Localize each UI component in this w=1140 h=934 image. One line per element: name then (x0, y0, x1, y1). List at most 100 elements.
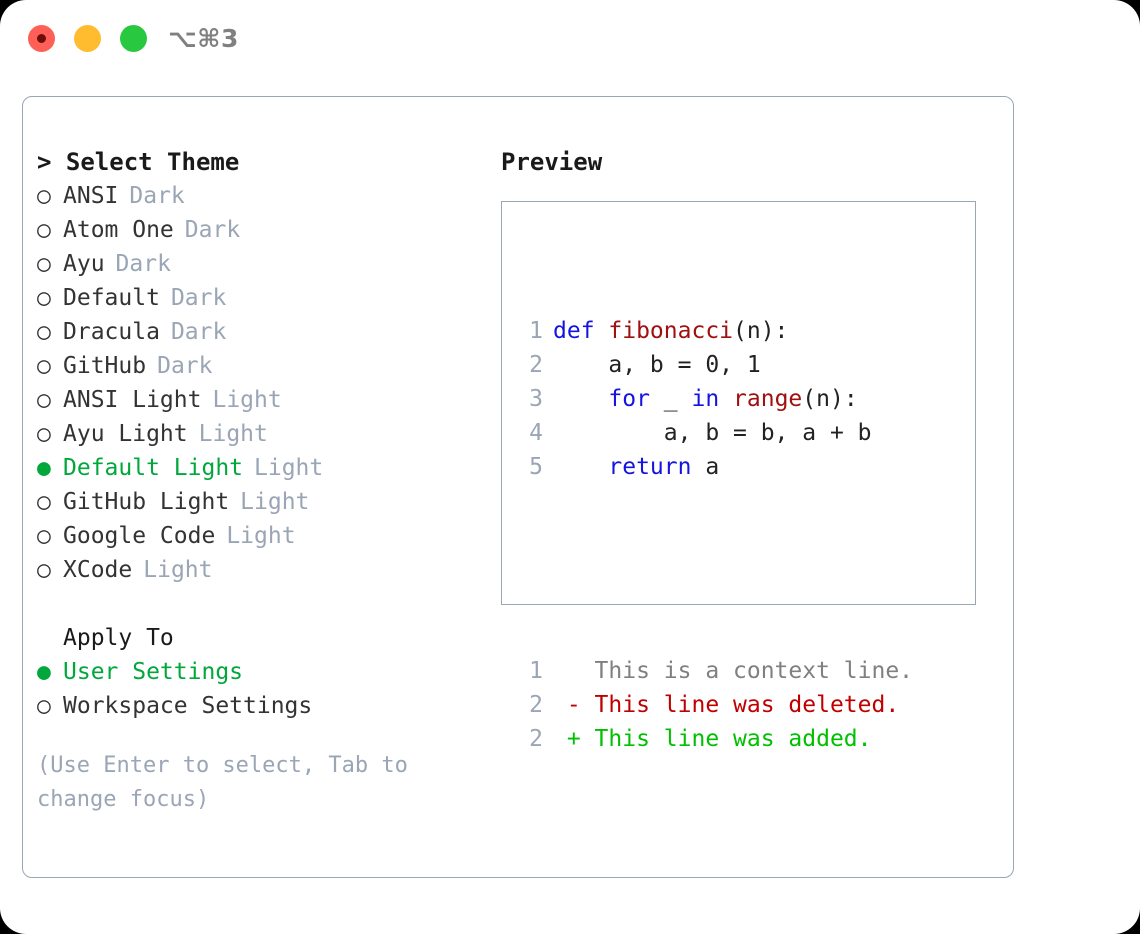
theme-option-dracula[interactable]: ○ Dracula Dark (37, 315, 487, 349)
theme-option-variant-tag: Light (240, 489, 310, 515)
diff-line-del: 2 - This line was deleted. (513, 688, 913, 722)
radio-unselected-icon: ○ (37, 523, 51, 549)
code-token-kw: def (553, 318, 609, 344)
theme-option-label: Default Light (63, 455, 244, 481)
theme-option-ansi-light[interactable]: ○ ANSI Light Light (37, 383, 487, 417)
code-token-plain: a, b = b, a + b (553, 420, 872, 446)
code-token-plain (553, 454, 608, 480)
theme-option-label: Ayu (63, 251, 105, 277)
apply-to-option-list: ●User Settings ○ Workspace Settings (37, 655, 487, 723)
theme-option-variant-tag: Light (212, 387, 282, 413)
theme-option-label: GitHub Light (63, 489, 230, 515)
radio-unselected-icon: ○ (37, 319, 51, 345)
radio-unselected-icon: ○ (37, 693, 51, 719)
code-line: 2 a, b = 0, 1 (513, 348, 913, 382)
preview-heading: Preview (501, 148, 603, 176)
line-number: 2 (529, 352, 543, 378)
theme-option-ansi[interactable]: ○ ANSI Dark (37, 179, 487, 213)
theme-option-variant-tag: Dark (170, 319, 227, 345)
line-number: 3 (529, 386, 543, 412)
code-line: 1 def fibonacci(n): (513, 314, 913, 348)
theme-option-atom-one[interactable]: ○ Atom One Dark (37, 213, 487, 247)
code-token-plain: a, b = 0, 1 (553, 352, 761, 378)
theme-option-label: ANSI (63, 183, 119, 209)
apply-to-option-workspace-settings[interactable]: ○ Workspace Settings (37, 689, 487, 723)
code-gap (513, 552, 913, 586)
code-token-plain: (n): (733, 318, 789, 344)
radio-unselected-icon: ○ (37, 217, 51, 243)
theme-option-ayu-light[interactable]: ○ Ayu Light Light (37, 417, 487, 451)
theme-option-variant-tag: Dark (184, 217, 241, 243)
theme-option-label: Atom One (63, 217, 174, 243)
diff-line-ctx: 1 This is a context line. (513, 654, 913, 688)
theme-option-label: Google Code (63, 523, 216, 549)
theme-option-github[interactable]: ○ GitHub Dark (37, 349, 487, 383)
theme-option-ayu[interactable]: ○ Ayu Dark (37, 247, 487, 281)
line-number: 5 (529, 454, 543, 480)
close-button[interactable] (28, 25, 55, 52)
apply-to-heading: Apply To (63, 625, 174, 651)
radio-unselected-icon: ○ (37, 251, 51, 277)
radio-unselected-icon: ○ (37, 285, 51, 311)
radio-unselected-icon: ○ (37, 489, 51, 515)
diff-line-text: - This line was deleted. (553, 692, 900, 718)
diff-line-add: 2 + This line was added. (513, 722, 913, 756)
radio-unselected-icon: ○ (37, 183, 51, 209)
code-token-plain: (n): (802, 386, 858, 412)
code-token-kw: return (608, 454, 692, 480)
theme-option-variant-tag: Light (254, 455, 324, 481)
title-bar: ⌥⌘3 (0, 0, 1140, 78)
theme-option-variant-tag: Dark (115, 251, 171, 277)
radio-unselected-icon: ○ (37, 421, 51, 447)
apply-to-option-label: Workspace Settings (63, 693, 313, 719)
radio-unselected-icon: ○ (37, 353, 51, 379)
diff-sample: 1 This is a context line.2 - This line w… (513, 654, 913, 756)
code-token-kw: for (608, 386, 650, 412)
list-spacer (37, 587, 487, 621)
apply-to-option-label: User Settings (63, 659, 244, 685)
radio-unselected-icon: ○ (37, 557, 51, 583)
line-number: 1 (529, 658, 543, 684)
minimize-button[interactable] (74, 25, 101, 52)
line-number: 2 (529, 726, 543, 752)
line-number: 4 (529, 420, 543, 446)
theme-option-label: ANSI Light (63, 387, 202, 413)
theme-option-label: Dracula (63, 319, 160, 345)
code-token-fn: fibonacci (608, 318, 734, 344)
hint-spacer (37, 723, 487, 749)
code-token-kw: in (691, 386, 720, 412)
line-number: 2 (529, 692, 543, 718)
code-line: 5 return a (513, 450, 913, 484)
theme-option-variant-tag: Dark (170, 285, 227, 311)
theme-option-variant-tag: Dark (129, 183, 185, 209)
code-token-plain: _ (649, 386, 692, 412)
code-line: 4 a, b = b, a + b (513, 416, 913, 450)
radio-unselected-icon: ○ (37, 387, 51, 413)
theme-option-variant-tag: Light (143, 557, 213, 583)
theme-option-variant-tag: Dark (157, 353, 213, 379)
line-number: 1 (529, 318, 543, 344)
code-token-plain (553, 386, 608, 412)
theme-option-github-light[interactable]: ○ GitHub Light Light (37, 485, 487, 519)
theme-option-label: Ayu Light (63, 421, 188, 447)
apply-to-option-user-settings[interactable]: ●User Settings (37, 655, 487, 689)
diff-line-text: + This line was added. (553, 726, 872, 752)
theme-option-variant-tag: Light (198, 421, 268, 447)
code-line: 3 for _ in range(n): (513, 382, 913, 416)
code-token-plain (719, 386, 733, 412)
maximize-button[interactable] (120, 25, 147, 52)
theme-option-label: GitHub (63, 353, 147, 379)
